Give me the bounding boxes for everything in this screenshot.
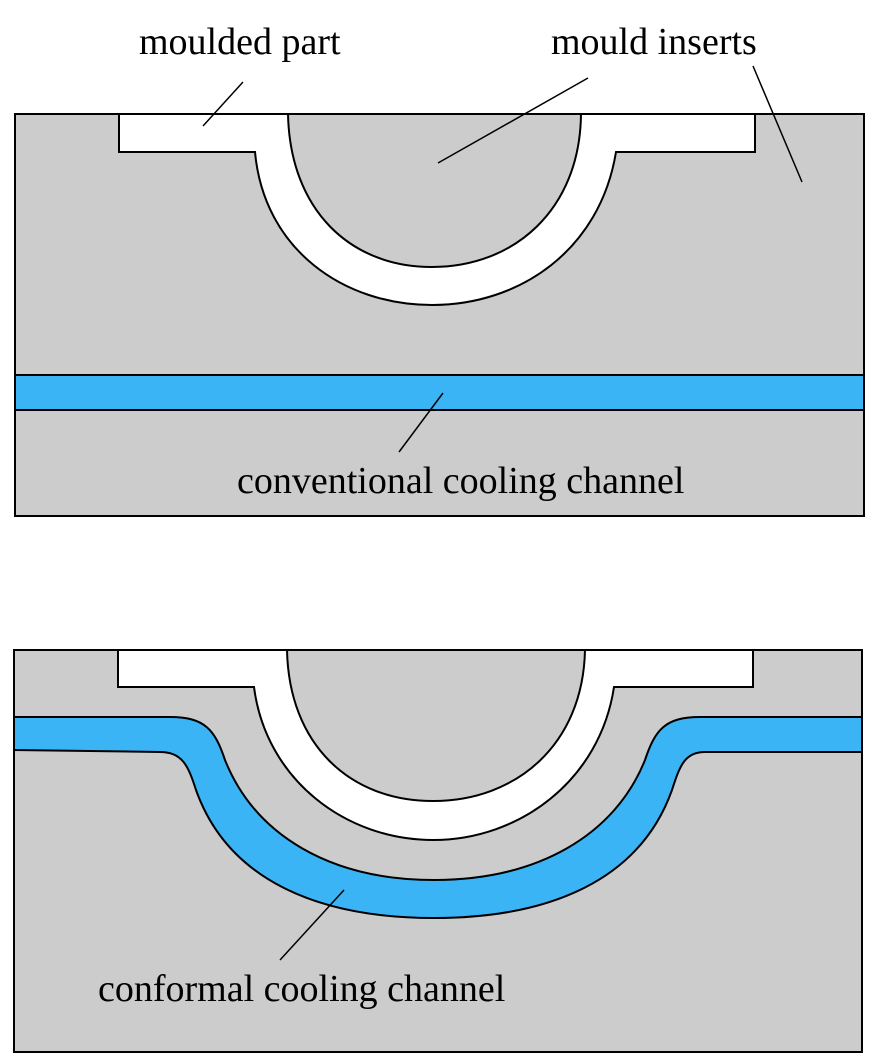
label-moulded-part: moulded part [139, 21, 341, 63]
conformal-panel: conformal cooling channel [13, 649, 863, 1053]
leader-mould-inserts-block [752, 65, 803, 183]
leader-conventional-channel [398, 392, 444, 453]
leader-moulded-part [202, 81, 244, 127]
label-mould-inserts: mould inserts [551, 21, 757, 63]
leader-conformal-channel [279, 889, 345, 961]
mould-insert-core-bottom [285, 649, 587, 803]
label-conformal-channel: conformal cooling channel [98, 968, 505, 1010]
conformal-cooling-channel [13, 716, 863, 920]
leader-mould-inserts-core [437, 77, 589, 164]
mould-insert-core-top [286, 113, 583, 269]
label-conventional-channel: conventional cooling channel [237, 460, 684, 502]
conventional-cooling-channel [14, 374, 865, 411]
conventional-panel: moulded part mould inserts conventional … [14, 21, 865, 517]
